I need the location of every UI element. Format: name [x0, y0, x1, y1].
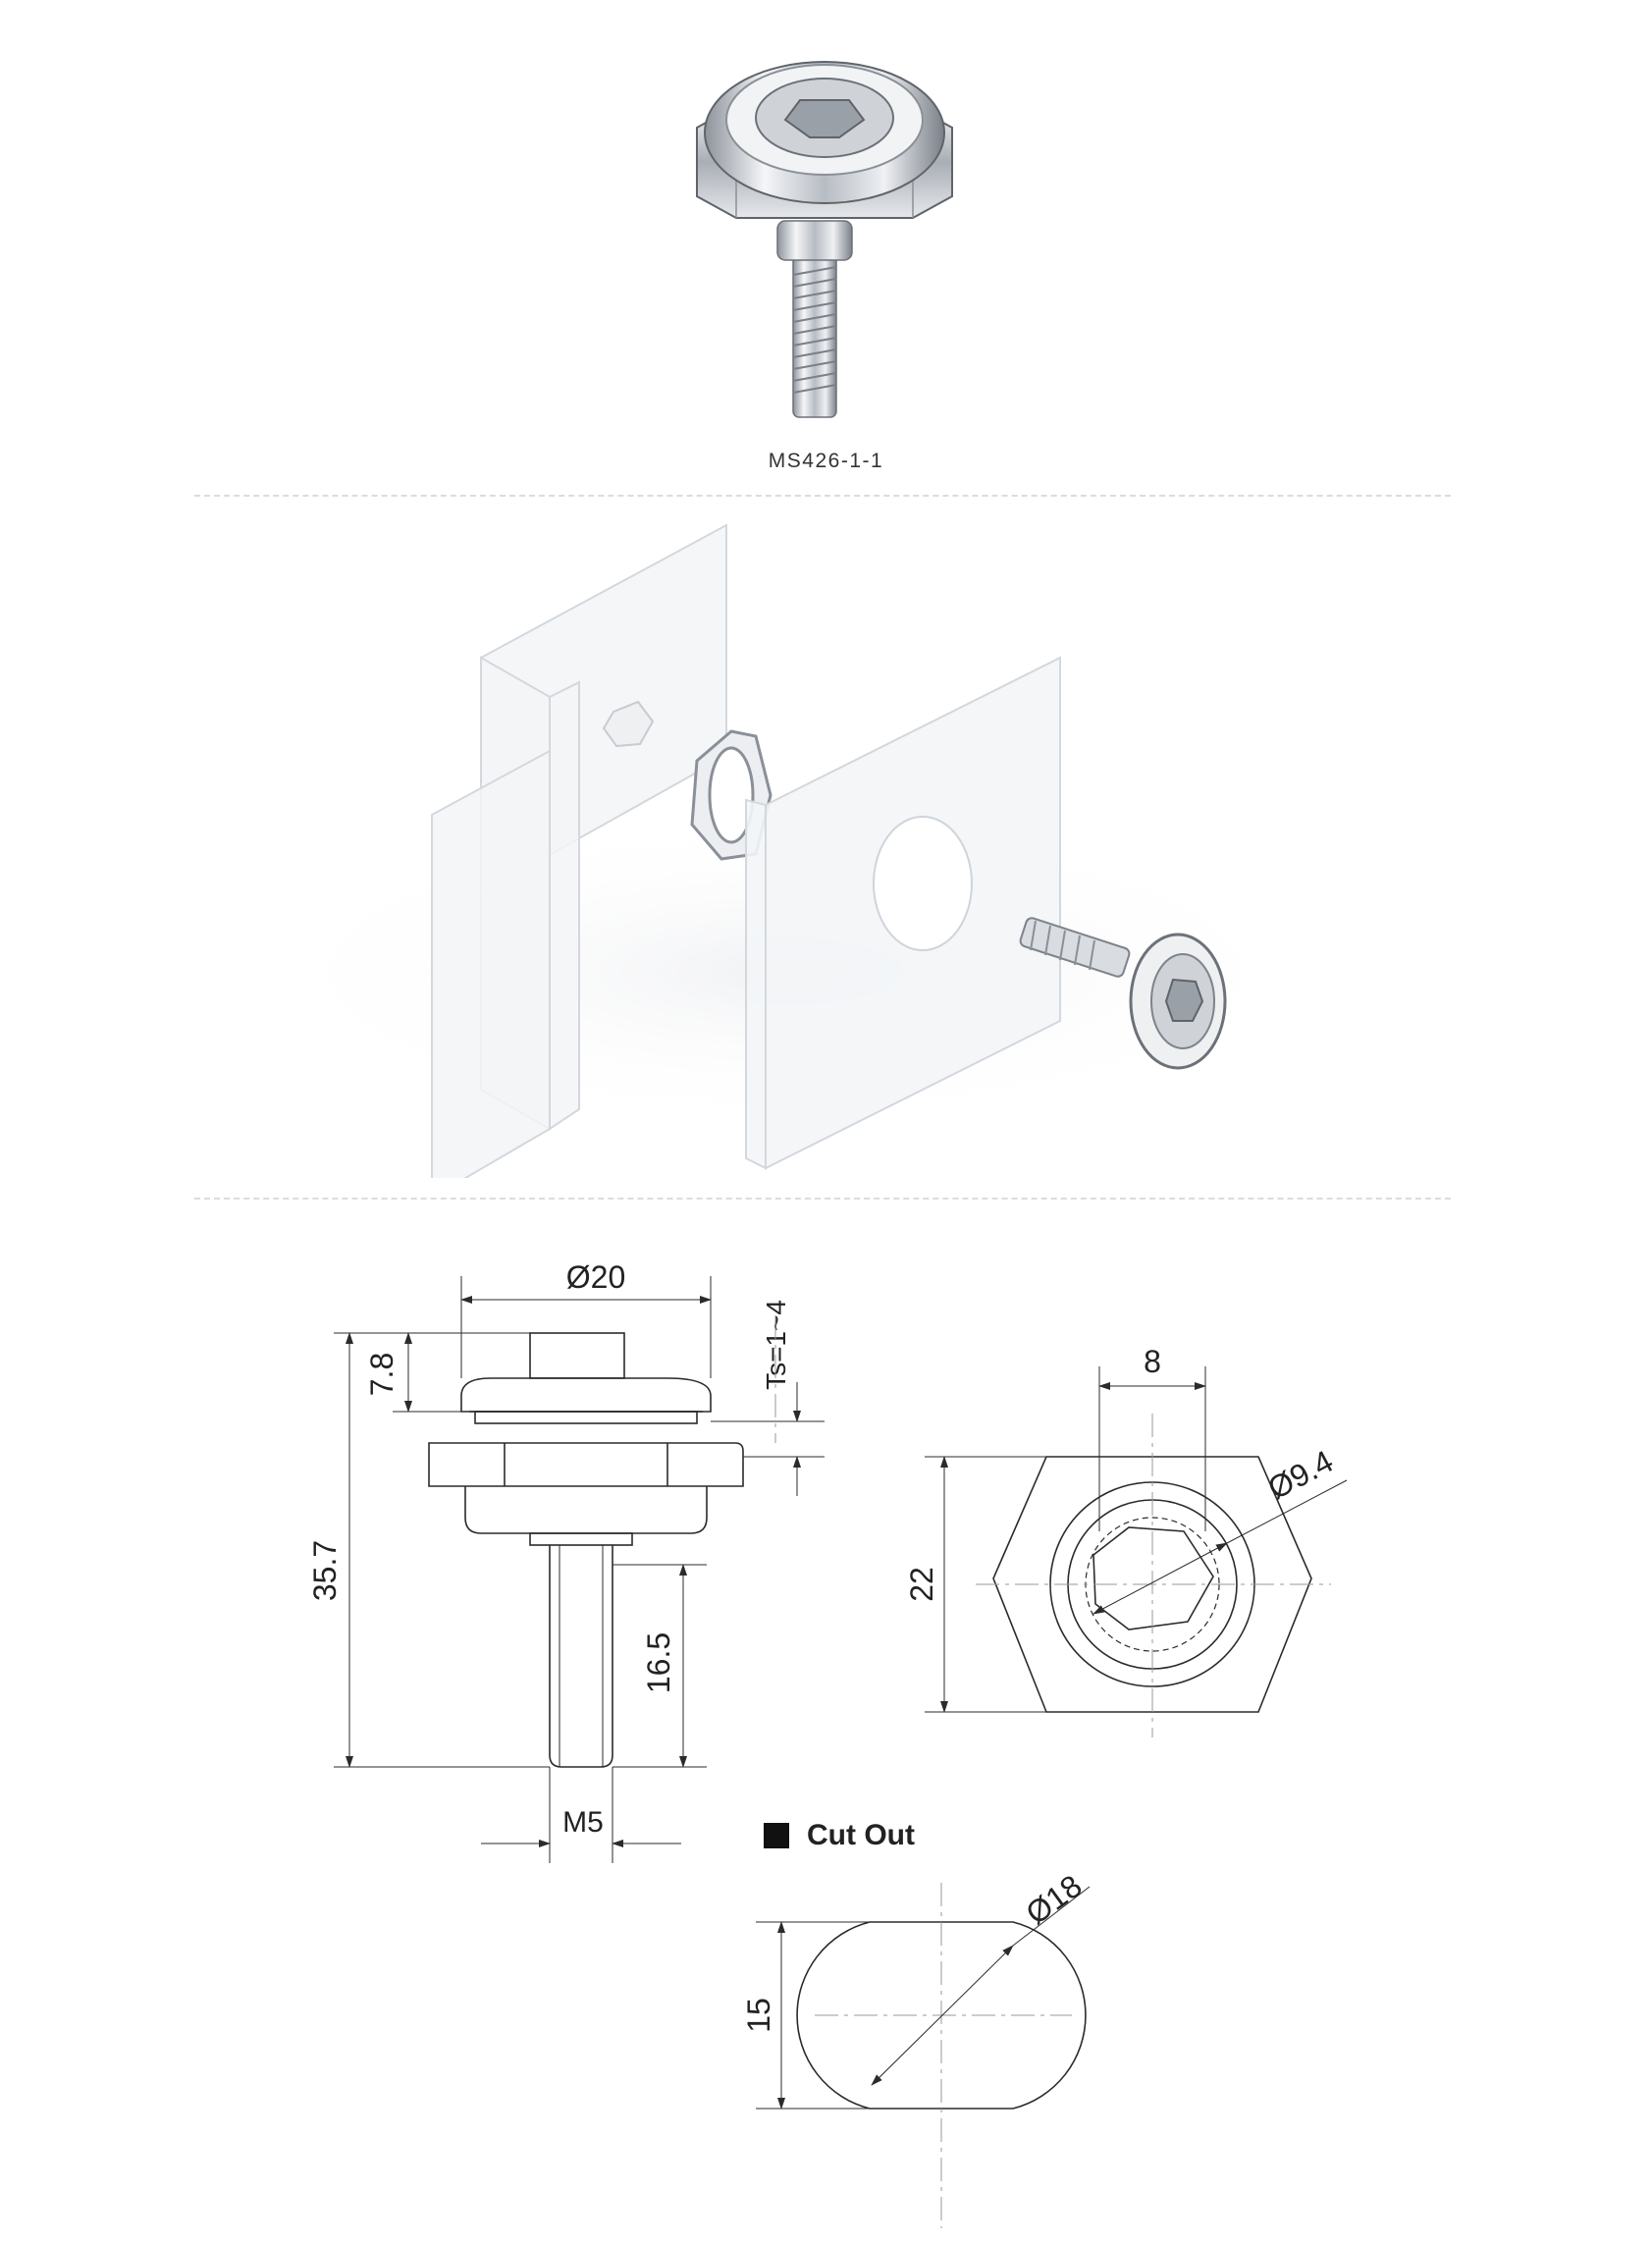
dim-cutout-flat: 15 — [741, 1998, 776, 2033]
cutout-label: Cut Out — [807, 1819, 915, 1851]
section-divider — [194, 495, 1451, 497]
dim-head-diameter: Ø20 — [566, 1259, 625, 1295]
square-bullet-icon — [764, 1823, 789, 1848]
product-code: MS426-1-1 — [768, 450, 884, 472]
dim-thread-size: M5 — [562, 1806, 604, 1839]
dim-cutout-diameter: Ø18 — [1019, 1868, 1088, 1932]
dim-socket-diameter: Ø9.4 — [1262, 1443, 1339, 1506]
assembly-illustration — [236, 523, 1335, 1178]
technical-drawing: Ø20 7.8 Ts=1~4 35.7 16.5 M5 8 Ø9.4 22 — [307, 1259, 1348, 2228]
dim-head-height: 7.8 — [364, 1353, 400, 1396]
dim-thread-length: 16.5 — [641, 1632, 676, 1693]
cutout-view — [796, 1921, 1087, 2110]
product-render — [696, 61, 953, 418]
section-divider — [194, 1198, 1451, 1200]
cutout-legend: Cut Out — [764, 1819, 915, 1852]
side-view — [428, 1332, 744, 1768]
dim-socket-width: 8 — [1144, 1344, 1161, 1379]
dim-hex-size: 22 — [904, 1567, 939, 1602]
dim-overall-length: 35.7 — [307, 1540, 343, 1601]
